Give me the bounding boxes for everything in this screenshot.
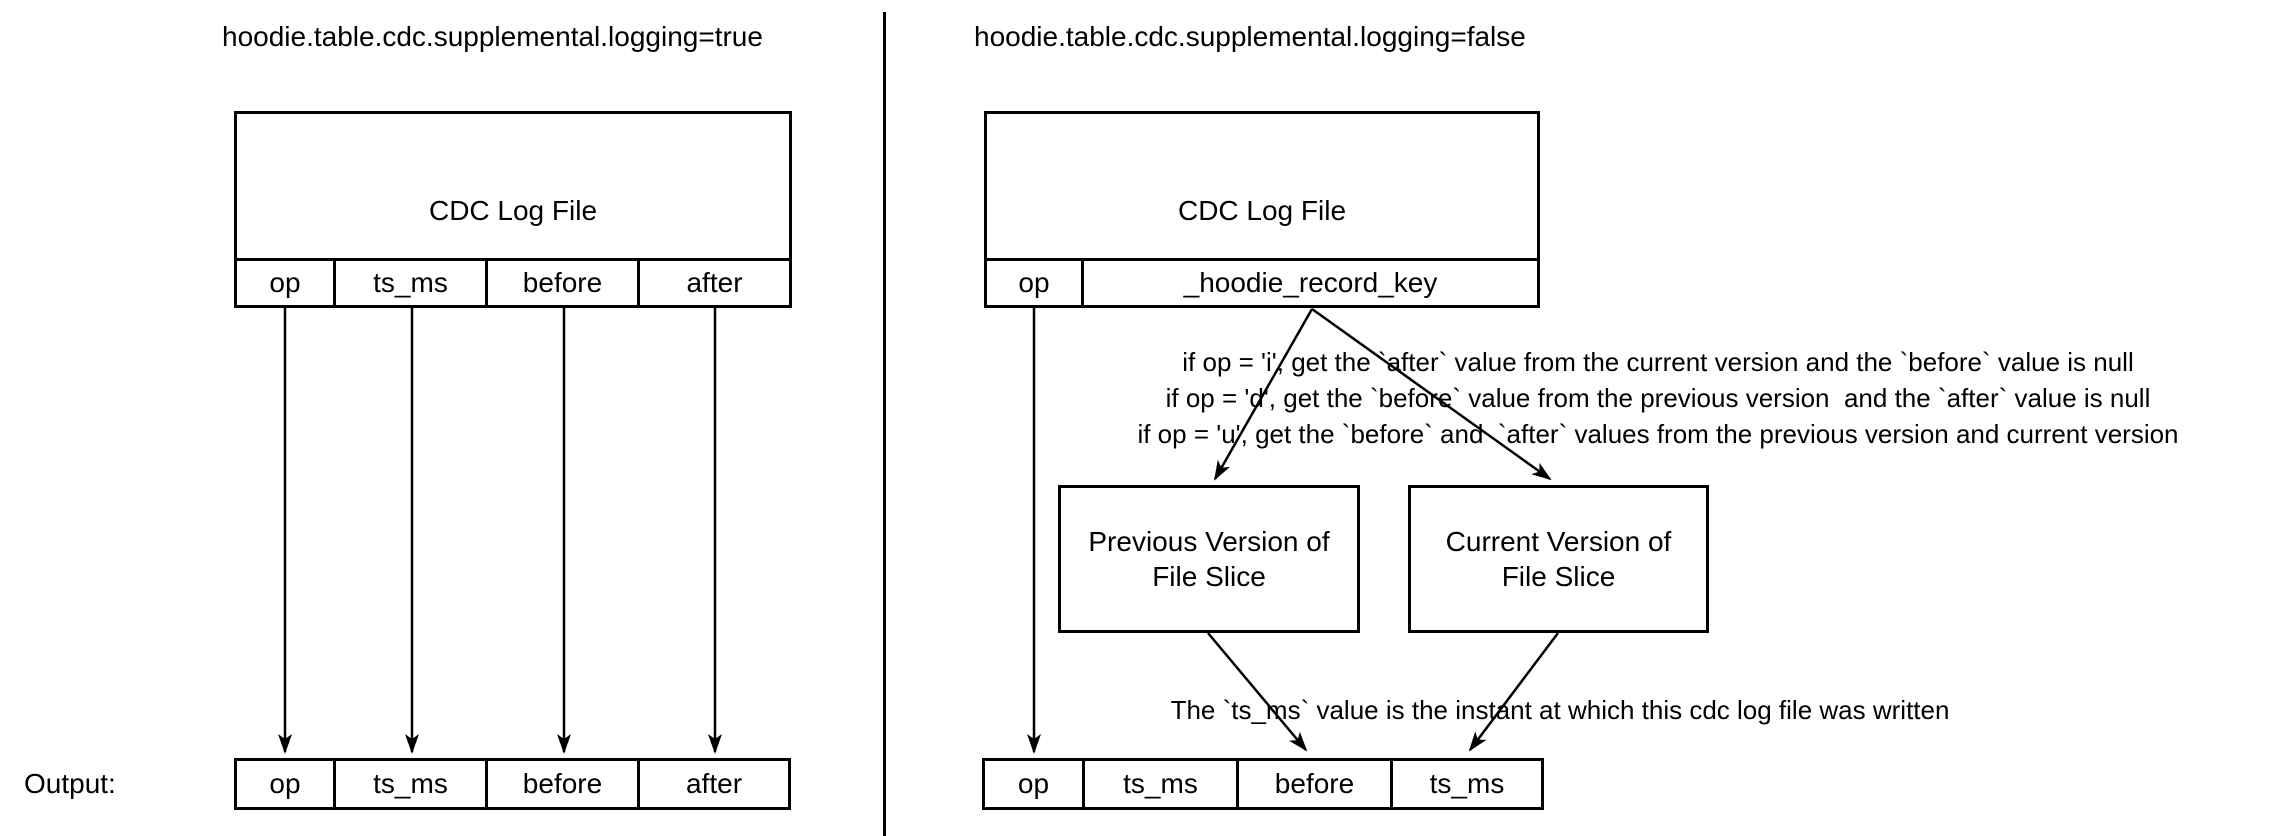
current-slice-line2: File Slice xyxy=(1501,561,1616,592)
column-cell-ts-ms: ts_ms xyxy=(336,261,488,305)
cdc-log-file-label-left: CDC Log File xyxy=(428,195,598,226)
op-rule-delete: if op = 'd', get the `before` value from… xyxy=(1165,383,2151,413)
previous-slice-line2: File Slice xyxy=(1152,561,1266,592)
output-cell-after: after xyxy=(685,768,743,799)
column-cell-hoodie-record-key: _hoodie_record_key xyxy=(1183,267,1438,298)
left-config-title: hoodie.table.cdc.supplemental.logging=tr… xyxy=(222,21,763,52)
op-rule-update: if op = 'u', get the `before` and `after… xyxy=(1137,419,2179,449)
output-cell-ts-ms-right: ts_ms xyxy=(1085,761,1239,807)
output-cell-op: op xyxy=(237,761,336,807)
output-cell-before: before xyxy=(488,761,640,807)
output-cell-op-right: op xyxy=(985,761,1085,807)
output-table-right: op ts_ms before ts_ms xyxy=(982,758,1544,810)
cdc-log-file-table-left: CDC Log File op ts_ms before after xyxy=(234,111,792,308)
op-rules-text: if op = 'i', get the `after` value from … xyxy=(1045,344,2271,452)
current-slice-line1: Current Version of xyxy=(1445,526,1672,557)
ts-ms-note: The `ts_ms` value is the instant at whic… xyxy=(1170,695,1950,725)
right-config-title: hoodie.table.cdc.supplemental.logging=fa… xyxy=(974,21,1526,52)
output-cell-before-right: before xyxy=(1239,761,1393,807)
cdc-columns-row-left: op ts_ms before after xyxy=(237,261,789,305)
output-label: Output: xyxy=(24,768,116,799)
previous-version-file-slice-box: Previous Version of File Slice xyxy=(1058,485,1360,633)
column-cell-after: after xyxy=(686,267,743,298)
op-rule-insert: if op = 'i', get the `after` value from … xyxy=(1182,347,2134,377)
cdc-log-file-title-cell-left: CDC Log File xyxy=(237,114,789,261)
output-table-left: op ts_ms before after xyxy=(234,758,791,810)
column-cell-before: before xyxy=(488,261,640,305)
panel-divider xyxy=(883,12,886,836)
cdc-columns-row-right: op _hoodie_record_key xyxy=(987,261,1537,305)
cdc-log-file-label-right: CDC Log File xyxy=(1177,195,1347,226)
current-version-file-slice-box: Current Version of File Slice xyxy=(1408,485,1709,633)
previous-slice-line1: Previous Version of xyxy=(1088,526,1330,557)
output-cell-ts-ms: ts_ms xyxy=(336,761,488,807)
column-cell-op-right: op xyxy=(987,261,1084,305)
column-cell-op: op xyxy=(237,261,336,305)
cdc-log-file-title-cell-right: CDC Log File xyxy=(987,114,1537,261)
output-cell-ts-ms-2-right: ts_ms xyxy=(1429,768,1505,799)
cdc-log-file-table-right: CDC Log File op _hoodie_record_key xyxy=(984,111,1540,308)
